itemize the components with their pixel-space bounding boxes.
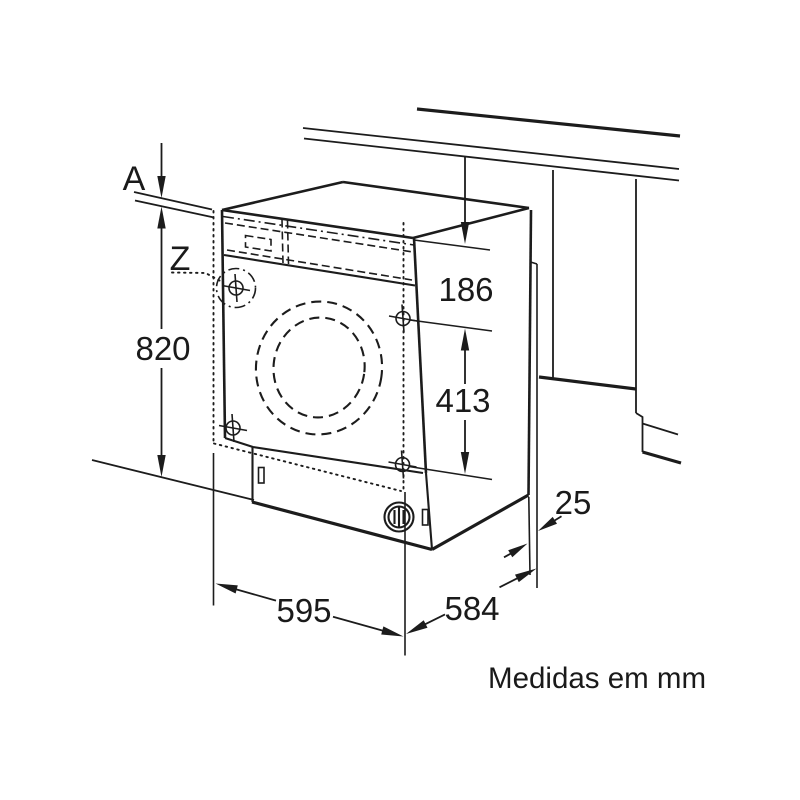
screw-top-right [388,304,418,333]
dim-niche-height-820: 820 [135,206,191,477]
units-caption: Medidas em mm [488,662,706,695]
display-window [244,234,272,252]
vent-slot-left [257,466,265,484]
dim-label-820: 820 [135,330,190,367]
floor-line [91,459,255,501]
hinge-screw-top-left [215,267,257,309]
dim-label-25: 25 [555,484,592,521]
dim-label-584: 584 [444,590,499,627]
filter-knob [383,501,415,533]
screw-bottom-left [218,413,248,443]
label-Z: Z [170,240,191,278]
vent-slot-right [421,508,429,526]
dim-rear-clearance-25: 25 [503,484,592,559]
control-panel [222,215,416,287]
door-drum [254,300,384,436]
dim-top-section-186: 186 [438,156,494,308]
hinge-detail-circle [215,267,257,309]
worktop-back [302,107,681,182]
worktop-left [133,191,215,219]
dim-width-595: 595 [215,583,404,637]
label-A: A [123,160,146,198]
furniture-door-mounting-frame [212,210,405,492]
dim-mounting-span-413: 413 [435,328,491,474]
dim-depth-584: 584 [406,568,537,634]
dim-hinge-detail: Z [170,240,221,282]
service-flap [251,445,530,552]
dim-worktop-clearance: A [123,143,166,198]
screw-bottom-right [388,450,417,479]
washing-machine-outline [220,180,533,496]
dim-label-595: 595 [276,592,331,629]
adjacent-cabinet [530,170,682,588]
dim-label-186: 186 [438,271,493,308]
extension-lines [212,239,531,656]
dim-label-413: 413 [435,382,490,419]
